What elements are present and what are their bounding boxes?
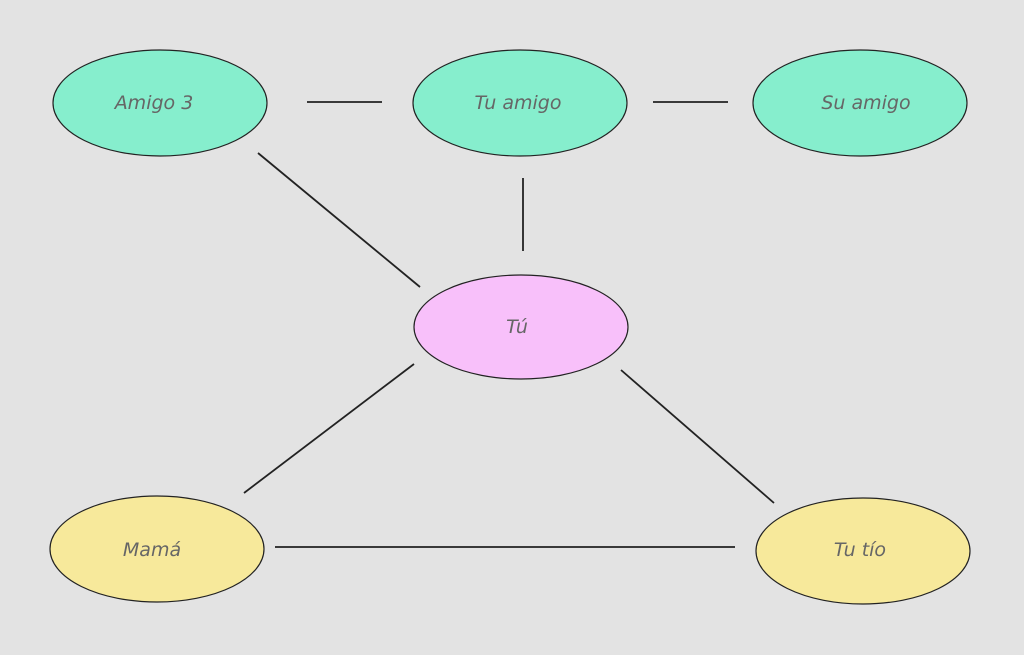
node-tu: Tú [413,274,629,380]
node-amigo3-label: Amigo 3 [113,92,194,114]
node-tu-amigo: Tu amigo [412,49,628,157]
edges [243,101,775,548]
edge-tu-tu-tio [620,369,775,504]
node-tu-tio-label: Tu tío [834,539,886,561]
node-mama-label: Mamá [123,539,181,561]
node-mama: Mamá [49,495,265,603]
node-tu-ellipse [413,274,629,380]
node-tu-amigo-ellipse [412,49,628,157]
node-su-amigo-ellipse [752,49,968,157]
node-amigo3: Amigo 3 [52,49,268,157]
node-tu-tio: Tu tío [755,497,971,605]
edge-tu-mama [243,363,415,494]
edge-amigo3-tu [257,152,421,288]
node-tu-tio-ellipse [755,497,971,605]
node-su-amigo: Su amigo [752,49,968,157]
node-tu-amigo-label: Tu amigo [475,92,562,114]
node-mama-ellipse [49,495,265,603]
node-su-amigo-label: Su amigo [821,92,910,114]
node-amigo3-ellipse [52,49,268,157]
node-tu-label: Tú [506,316,528,338]
